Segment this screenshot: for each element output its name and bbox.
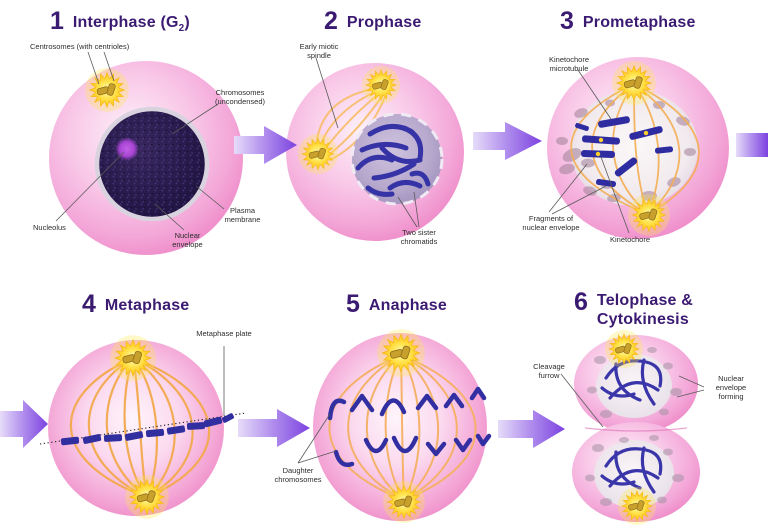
chromosomes [575, 116, 674, 188]
centrosome-icon [84, 67, 130, 113]
cleavage-furrow-line [584, 427, 688, 432]
arrow-row-end [736, 133, 768, 157]
phase-number: 1 [50, 7, 64, 35]
phase-name: Prometaphase [582, 14, 696, 31]
decondensing-chromosomes [600, 358, 663, 494]
cell-metaphase [39, 334, 247, 520]
cell-prophase [286, 63, 464, 241]
centrosome-icon [611, 60, 657, 106]
label-cleavage-furrow: Cleavage furrow [533, 362, 565, 380]
centrosome-icon [124, 474, 170, 520]
label-kinetochore-microtubule: Kinetochore microtubule [548, 55, 590, 73]
phase-name: Interphase (G2) [72, 14, 190, 35]
arrow-2-3 [473, 122, 542, 160]
label-nucleolus: Nucleolus [33, 223, 66, 232]
arrow-4-5 [238, 409, 310, 447]
phase-number: 2 [324, 7, 338, 35]
cell-prometaphase [547, 57, 729, 239]
aligned-chromosomes [60, 413, 235, 446]
daughter-chromosomes-shapes [327, 386, 492, 467]
condensed-chromosomes [355, 124, 431, 197]
centrosome-icon [617, 486, 657, 526]
panel-1-title: 1 Interphase (G2) [50, 9, 190, 35]
cell-interphase [49, 61, 243, 255]
arrow-1-2 [234, 126, 297, 164]
phase-name: Telophase & Cytokinesis [596, 292, 694, 328]
phase-number: 4 [82, 290, 96, 318]
phase-name: Anaphase [368, 297, 447, 314]
panel-6-title: 6 Telophase & Cytokinesis [574, 290, 719, 332]
panel-2-title: 2 Prophase [324, 9, 421, 35]
phase-number: 5 [346, 290, 360, 318]
phase-number: 3 [560, 7, 574, 35]
leader-lines [55, 51, 705, 464]
label-daughter-chromosomes: Daughter chromosomes [274, 466, 322, 484]
cell-anaphase [313, 328, 492, 524]
label-plasma-membrane: Plasma membrane [224, 206, 261, 224]
centrosome-icon [382, 480, 426, 524]
flow-arrows [0, 122, 768, 448]
centrosome-icon [376, 328, 426, 378]
arrow-row-start [0, 400, 48, 448]
label-two-sister-chromatids: Two sister chromatids [400, 228, 438, 246]
label-centrosomes: Centrosomes (with centrioles) [30, 42, 130, 51]
label-fragments-nuclear-envelope: Fragments of nuclear envelope [522, 214, 580, 232]
panel-4-title: 4 Metaphase [82, 292, 189, 318]
centrosome-icon [297, 133, 339, 175]
panel-3-title: 3 Prometaphase [560, 9, 696, 35]
label-nuclear-envelope-forming: Nuclear envelope forming [715, 374, 747, 401]
phase-number: 6 [574, 288, 588, 316]
phase-name: Metaphase [104, 297, 190, 314]
centrosome-icon [109, 334, 157, 382]
centrosome-icon [604, 329, 644, 369]
label-metaphase-plate: Metaphase plate [196, 329, 252, 338]
label-nuclear-envelope: Nuclear envelope [172, 231, 203, 249]
centrosome-icon [627, 193, 671, 237]
panel-5-title: 5 Anaphase [346, 292, 447, 318]
label-early-miotic-spindle: Early miotic spindle [299, 42, 339, 60]
label-chromosomes-uncondensed: Chromosomes (uncondensed) [214, 88, 266, 106]
centrosome-icon [361, 65, 401, 105]
phase-name: Prophase [346, 14, 422, 31]
cells-telophase [572, 329, 700, 526]
label-kinetochore: Kinetochore [609, 235, 651, 244]
arrow-5-6 [498, 410, 565, 448]
